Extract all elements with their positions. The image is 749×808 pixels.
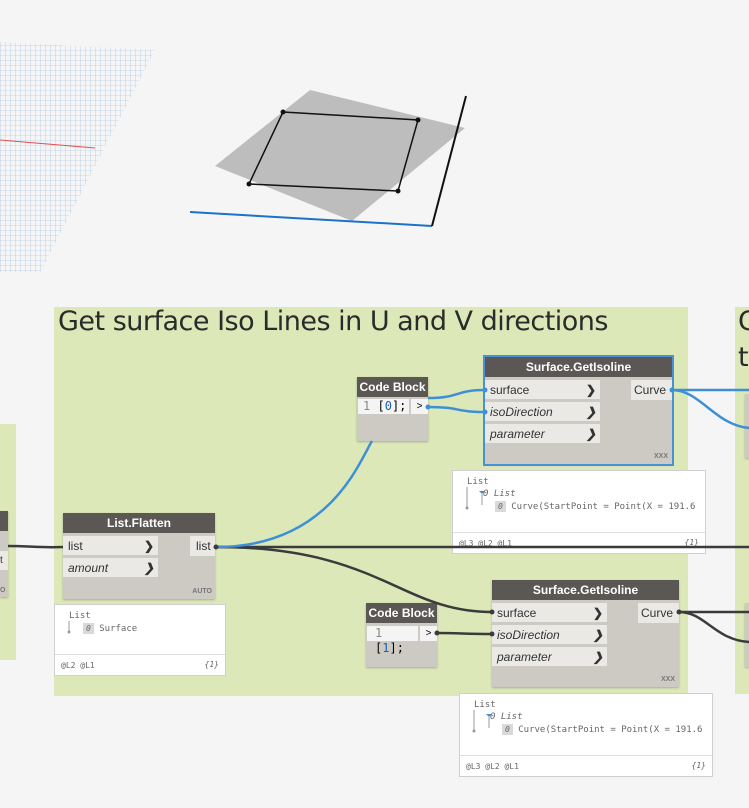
- port-arrow-icon: ❯: [143, 561, 154, 575]
- getisoline-preview-bottom[interactable]: List 0 List 0 Curve(StartPoint = Point(X…: [459, 693, 713, 777]
- preview-value: Curve(StartPoint = Point(X = 191.6: [518, 725, 703, 735]
- port-label: parameter: [497, 650, 552, 664]
- preview-type-label: List: [69, 611, 91, 621]
- code-bracket-close: ];: [391, 399, 407, 413]
- preview-value: Surface: [99, 624, 138, 634]
- preview-tree-icon: [472, 710, 492, 733]
- getisoline-lacing[interactable]: XXX: [660, 676, 675, 683]
- port-label: surface: [497, 606, 537, 620]
- port-arrow-icon: ❯: [585, 427, 596, 441]
- list-flatten-title[interactable]: List.Flatten: [63, 513, 215, 533]
- getisoline-node-bottom[interactable]: Surface.GetIsoline surface ❯ isoDirection…: [492, 580, 679, 687]
- getisoline-preview-top[interactable]: List 0 List 0 Curve(StartPoint = Point(X…: [452, 470, 706, 554]
- getisoline-lacing[interactable]: XXX: [653, 453, 668, 460]
- port-arrow-icon: ❯: [592, 606, 603, 620]
- list-flatten-output-list[interactable]: list: [190, 536, 215, 556]
- partial-node-lacing: O: [0, 587, 6, 594]
- partial-node-right-top[interactable]: [745, 394, 749, 458]
- preview-tree-icon: [465, 487, 485, 510]
- getisoline-input-surface[interactable]: surface ❯: [492, 603, 607, 623]
- port-label: parameter: [490, 427, 545, 441]
- preview-index: 0: [495, 501, 506, 512]
- code-line-number: 1: [375, 626, 383, 640]
- port-label: surface: [490, 383, 530, 397]
- getisoline-input-isodirection[interactable]: isoDirection ❯: [485, 402, 600, 422]
- code-block-editor[interactable]: 1 [1];: [367, 626, 418, 655]
- partial-node-right-bottom[interactable]: [745, 603, 749, 667]
- getisoline-node-top[interactable]: Surface.GetIsoline surface ❯ isoDirection…: [483, 355, 674, 466]
- code-value: 1: [382, 641, 390, 655]
- preview-count: {1}: [691, 761, 706, 770]
- preview-footer: @L3 @L2 @L1 {1}: [453, 532, 705, 553]
- preview-levels: @L2 @L1: [61, 661, 95, 670]
- getisoline-input-parameter[interactable]: parameter ❯: [485, 424, 600, 444]
- getisoline-title[interactable]: Surface.GetIsoline: [485, 357, 672, 377]
- preview-type-label: List: [474, 700, 496, 710]
- port-label: isoDirection: [497, 628, 560, 642]
- preview-value: Curve(StartPoint = Point(X = 191.6: [511, 502, 696, 512]
- partial-node-left[interactable]: t O: [0, 511, 8, 597]
- list-flatten-input-amount[interactable]: amount ❯: [63, 558, 158, 578]
- code-block-node-top[interactable]: Code Block 1 [0]; >: [357, 377, 428, 441]
- preview-footer: @L3 @L2 @L1 {1}: [460, 755, 712, 776]
- port-arrow-icon: ❯: [143, 539, 154, 553]
- preview-sub-label: 0 List: [483, 489, 516, 499]
- port-arrow-icon: ❯: [592, 650, 603, 664]
- getisoline-title[interactable]: Surface.GetIsoline: [492, 580, 679, 600]
- getisoline-input-surface[interactable]: surface ❯: [485, 380, 600, 400]
- list-flatten-lacing[interactable]: AUTO: [192, 588, 212, 595]
- code-block-output-port[interactable]: >: [420, 626, 437, 641]
- list-flatten-preview[interactable]: List 0 Surface @L2 @L1 {1}: [54, 604, 226, 676]
- preview-sub-label: 0 List: [490, 712, 523, 722]
- surface-preview-geometry: [189, 90, 467, 227]
- preview-levels: @L3 @L2 @L1: [466, 762, 519, 771]
- code-bracket-open: [: [377, 399, 385, 413]
- group-title-partial-line2[interactable]: t: [738, 342, 749, 373]
- code-bracket-close: ];: [389, 641, 404, 655]
- list-flatten-input-list[interactable]: list ❯: [63, 536, 158, 556]
- getisoline-output-curve[interactable]: Curve: [631, 380, 672, 400]
- code-line-number: 1: [363, 399, 371, 413]
- code-block-title[interactable]: Code Block: [366, 603, 437, 623]
- preview-footer: @L2 @L1 {1}: [55, 654, 225, 675]
- list-flatten-node[interactable]: List.Flatten list ❯ amount ❯ list AUTO: [63, 513, 215, 599]
- code-block-node-bottom[interactable]: Code Block 1 [1]; >: [366, 603, 437, 667]
- code-block-editor[interactable]: 1 [0];: [358, 399, 409, 414]
- port-arrow-icon: ❯: [592, 628, 603, 642]
- getisoline-output-curve[interactable]: Curve: [638, 603, 679, 623]
- code-value: 0: [384, 399, 392, 413]
- group-title[interactable]: Get surface Iso Lines in U and V directi…: [58, 306, 608, 337]
- preview-index: 0: [83, 623, 94, 634]
- preview-index: 0: [502, 724, 513, 735]
- port-label: list: [68, 539, 83, 553]
- preview-count: {1}: [204, 660, 219, 669]
- partial-node-port-label: t: [0, 551, 8, 571]
- port-arrow-icon: ❯: [585, 405, 596, 419]
- code-block-title[interactable]: Code Block: [357, 377, 428, 397]
- getisoline-input-parameter[interactable]: parameter ❯: [492, 647, 607, 667]
- code-bracket-open: [: [375, 641, 383, 655]
- preview-levels: @L3 @L2 @L1: [459, 539, 512, 548]
- code-block-output-port[interactable]: >: [411, 399, 428, 414]
- port-label: isoDirection: [490, 405, 553, 419]
- group-title-partial[interactable]: C: [738, 306, 749, 337]
- left-partial-group: [0, 424, 16, 660]
- preview-tree-icon: [67, 621, 71, 634]
- background-grid-plane: [0, 42, 155, 272]
- preview-type-label: List: [467, 477, 489, 487]
- port-arrow-icon: ❯: [585, 383, 596, 397]
- getisoline-input-isodirection[interactable]: isoDirection ❯: [492, 625, 607, 645]
- port-label: amount: [68, 561, 109, 575]
- preview-count: {1}: [684, 538, 699, 547]
